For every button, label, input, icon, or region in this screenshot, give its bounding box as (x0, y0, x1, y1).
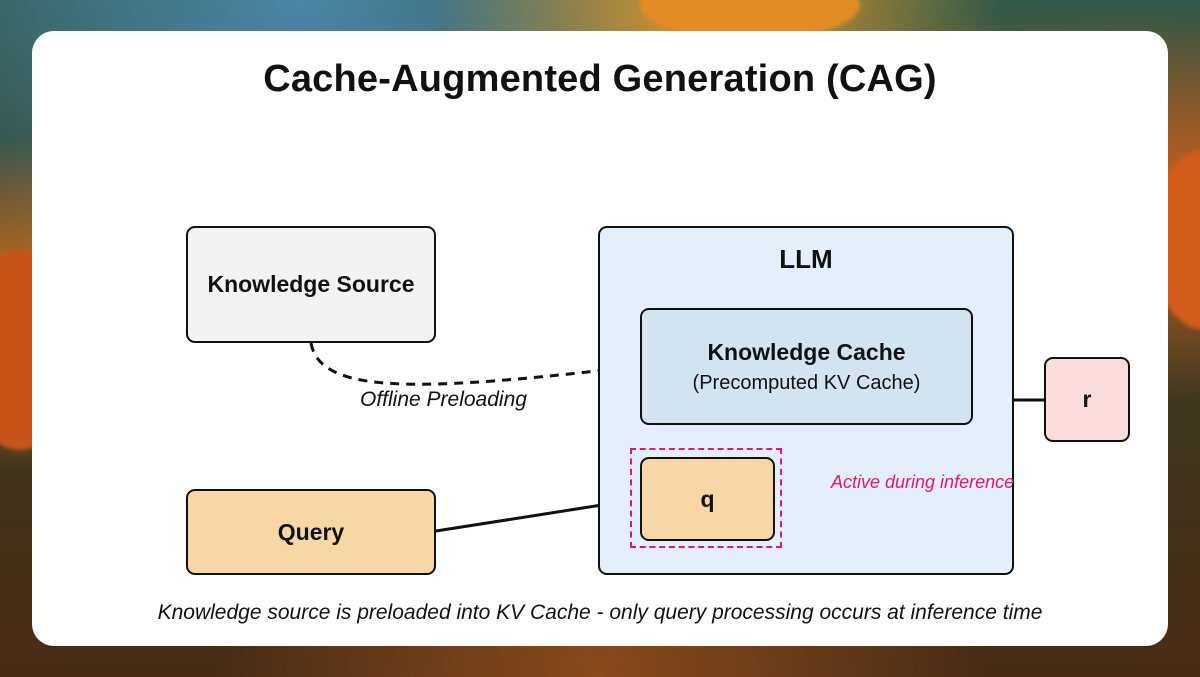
llm-label: LLM (779, 244, 833, 274)
q-label: q (700, 485, 715, 512)
knowledge-cache-title: Knowledge Cache (707, 338, 906, 365)
query-node: Query (186, 489, 436, 575)
query-label: Query (277, 518, 345, 545)
knowledge-cache-node: Knowledge Cache (Precomputed KV Cache) (640, 308, 973, 425)
diagram-title: Cache-Augmented Generation (CAG) (263, 58, 937, 100)
r-label: r (1082, 386, 1092, 412)
knowledge-source-node: Knowledge Source (186, 226, 436, 343)
offline-preloading-label: Offline Preloading (360, 388, 527, 411)
knowledge-source-label: Knowledge Source (207, 271, 415, 297)
inference-highlight-frame (630, 448, 782, 548)
diagram-caption: Knowledge source is preloaded into KV Ca… (157, 601, 1043, 624)
q-node: q (640, 457, 775, 541)
active-during-inference-label: Active during inference (831, 472, 1015, 492)
offline-preloading-edge (309, 342, 641, 386)
knowledge-cache-subtitle: (Precomputed KV Cache) (692, 371, 921, 394)
response-node: r (1044, 357, 1130, 442)
